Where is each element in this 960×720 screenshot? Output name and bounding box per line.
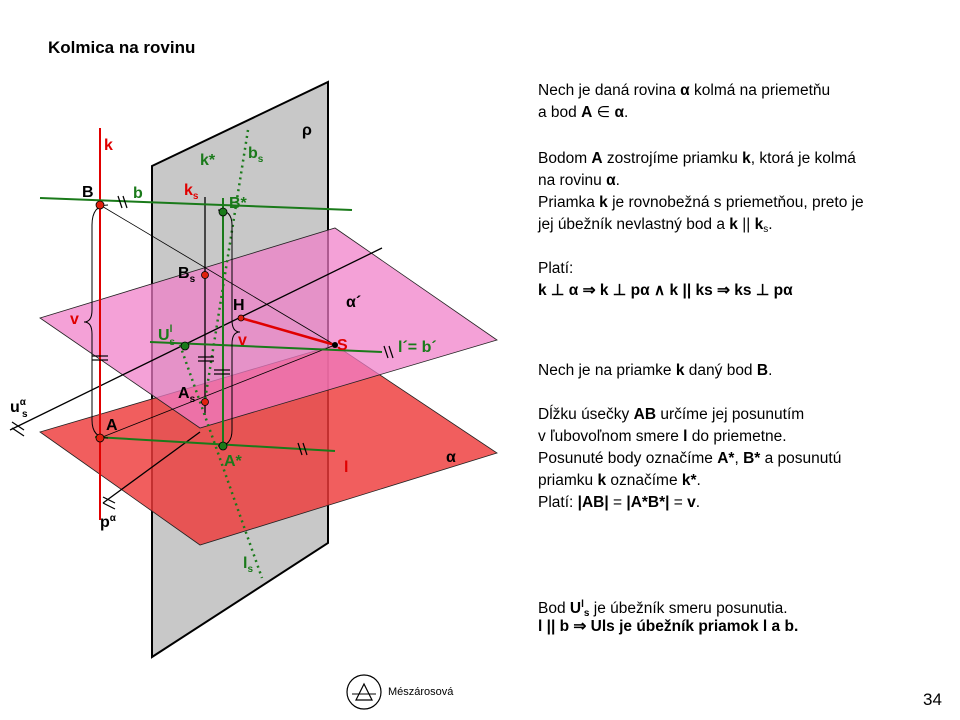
parallel-marks <box>11 195 394 510</box>
label-A-s: As <box>178 385 196 405</box>
text-p6-line2: l || b ⇒ Uls je úbežník priamok l a b. <box>538 618 799 635</box>
slide-title: Kolmica na rovinu <box>48 38 196 57</box>
point-A-star <box>218 441 228 451</box>
author-name: Mészárosová <box>388 686 454 698</box>
label-alpha-prime: α´ <box>346 294 361 311</box>
text-p3-line1: Platí: <box>538 260 574 277</box>
text-p5-line2: v ľubovoľnom smere l do priemetne. <box>538 428 787 445</box>
label-k: k <box>104 137 113 154</box>
trace-line-p-alpha-lower <box>102 431 201 504</box>
text-p1-line1: Nech je daná rovina α kolmá na priemetňu <box>538 82 831 99</box>
segment-h-s <box>240 316 336 347</box>
label-alpha: α <box>446 449 456 466</box>
text-p6-line1: Bod Uls je úbežník smeru posunutia. <box>538 599 788 619</box>
label-A: A <box>106 417 118 434</box>
point-A-s <box>201 398 209 406</box>
line-a-to-s <box>99 344 336 439</box>
text-p2-line2: na rovinu α. <box>538 172 620 189</box>
point-A <box>95 433 105 443</box>
text-p2-line1: Bodom A zostrojíme priamku k, ktorá je k… <box>538 150 856 167</box>
author-logo-icon <box>346 674 382 710</box>
label-A-star: A* <box>224 453 243 470</box>
label-l: l <box>344 459 348 476</box>
label-l-prime-b-prime: l´= b´ <box>398 339 437 356</box>
label-B-star: B* <box>229 195 248 212</box>
brace-v-right <box>217 209 241 447</box>
line-b-to-s <box>99 204 336 346</box>
label-B: B <box>82 184 94 201</box>
text-p4-line1: Nech je na priamke k daný bod B. <box>538 362 773 379</box>
text-p5-line3: Posunuté body označíme A*, B* a posunutú <box>538 450 842 467</box>
text-p3-formula: k ⊥ α ⇒ k ⊥ pα ∧ k || ks ⇒ ks ⊥ pα <box>538 282 793 299</box>
label-b: b <box>133 185 143 202</box>
point-B <box>95 200 105 210</box>
trace-line-p-alpha <box>9 247 383 431</box>
text-p2-line3: Priamka k je rovnobežná s priemetňou, pr… <box>538 194 864 211</box>
brace-v-left <box>83 204 109 439</box>
label-v-right: v <box>238 332 247 349</box>
label-k-star: k* <box>200 152 216 169</box>
text-p5-line4: priamku k označíme k*. <box>538 472 701 489</box>
label-S: S <box>337 337 348 354</box>
points <box>95 200 338 451</box>
page-number: 34 <box>923 690 942 709</box>
label-p-alpha: pα <box>100 513 117 531</box>
text-p2-line4: jej úbežník nevlastný bod a k || ks. <box>538 216 773 235</box>
point-B-s <box>201 271 209 279</box>
text-p1-line2: a bod A ∈ α. <box>538 104 629 121</box>
label-b-s: bs <box>248 145 264 165</box>
text-p5-line1: Dĺžku úsečky AB určíme jej posunutím <box>538 406 805 423</box>
label-v-left: v <box>70 311 79 328</box>
line-b <box>39 197 353 211</box>
label-B-s: Bs <box>178 265 196 285</box>
label-l-s: ls <box>243 555 253 575</box>
point-H <box>237 314 245 322</box>
text-p5-line5: Platí: |AB| = |A*B*| = v. <box>538 494 701 511</box>
label-H: H <box>233 297 245 314</box>
line-l-s <box>178 344 264 579</box>
point-U-l-s <box>180 341 190 351</box>
line-l <box>94 436 336 452</box>
point-S <box>332 342 338 348</box>
point-B-star <box>218 207 228 217</box>
label-k-s: ks <box>184 182 199 202</box>
plane-alpha-prime <box>39 227 498 429</box>
label-rho: ρ <box>302 122 312 139</box>
